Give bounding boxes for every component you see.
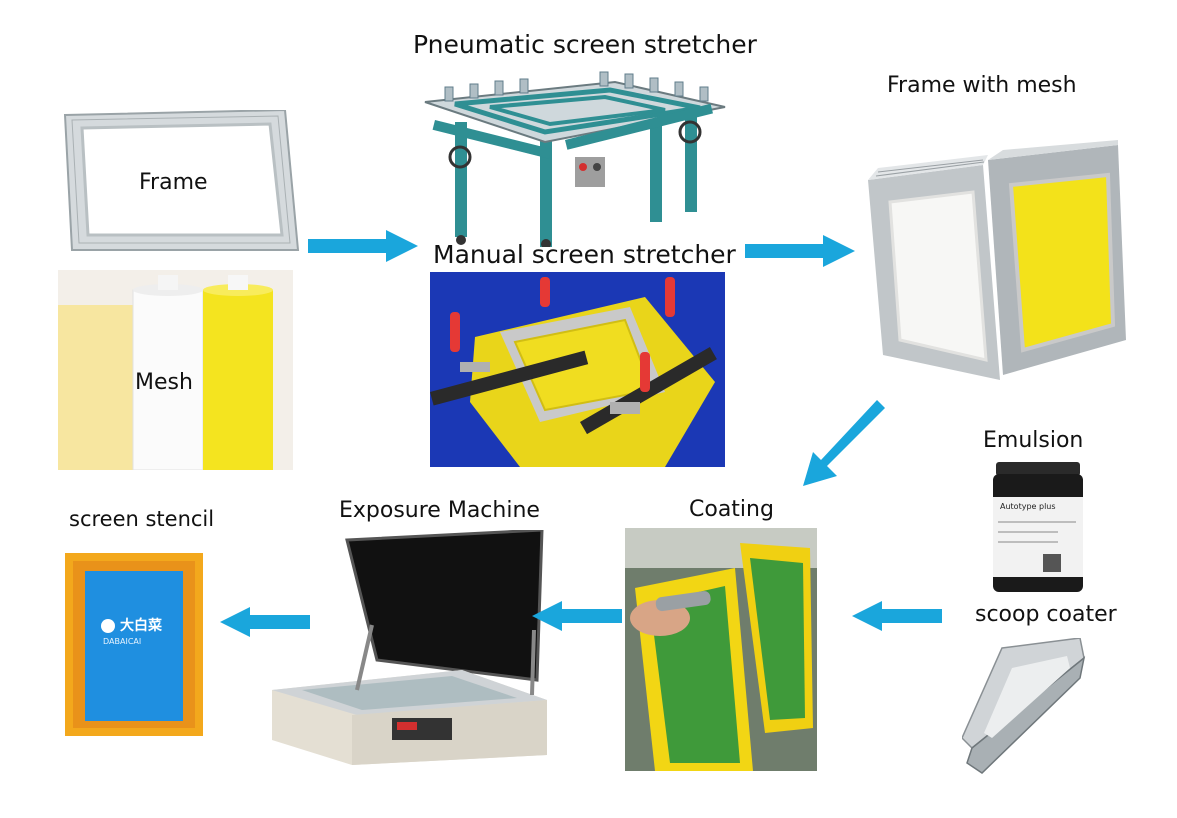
stencil-brand-latin-text: DABAICAI <box>103 637 142 646</box>
frame-with-mesh-image <box>868 140 1128 385</box>
frame-label: Frame <box>139 170 208 195</box>
screen-stencil-title: screen stencil <box>69 507 215 531</box>
arrow-diagonal-icon <box>795 400 885 490</box>
coating-image <box>625 528 817 771</box>
pneumatic-stretcher-image <box>415 62 735 247</box>
arrow-left-icon <box>532 601 622 631</box>
exposure-machine-image <box>262 530 562 765</box>
manual-stretcher-title: Manual screen stretcher <box>433 240 736 269</box>
arrow-left-icon <box>220 607 310 637</box>
screen-stencil-image: 大白菜 DABAICAI <box>65 553 203 736</box>
mesh-image <box>58 270 293 470</box>
emulsion-jar-text: Autotype plus <box>1000 502 1056 511</box>
exposure-machine-title: Exposure Machine <box>339 498 540 523</box>
arrow-left-icon <box>852 601 942 631</box>
frame-image <box>60 110 300 255</box>
emulsion-jar-image: Autotype plus <box>988 462 1088 592</box>
stencil-brand-text: 大白菜 <box>120 618 162 634</box>
scoop-coater-label: scoop coater <box>975 602 1117 627</box>
arrow-right-icon <box>745 235 855 267</box>
manual-stretcher-image <box>430 272 725 467</box>
frame-with-mesh-title: Frame with mesh <box>887 73 1077 98</box>
pneumatic-stretcher-title: Pneumatic screen stretcher <box>413 30 757 59</box>
arrow-right-icon <box>308 230 418 262</box>
mesh-label: Mesh <box>135 370 193 395</box>
coating-title: Coating <box>689 497 774 522</box>
emulsion-label: Emulsion <box>983 428 1084 453</box>
scoop-coater-image <box>962 638 1087 778</box>
